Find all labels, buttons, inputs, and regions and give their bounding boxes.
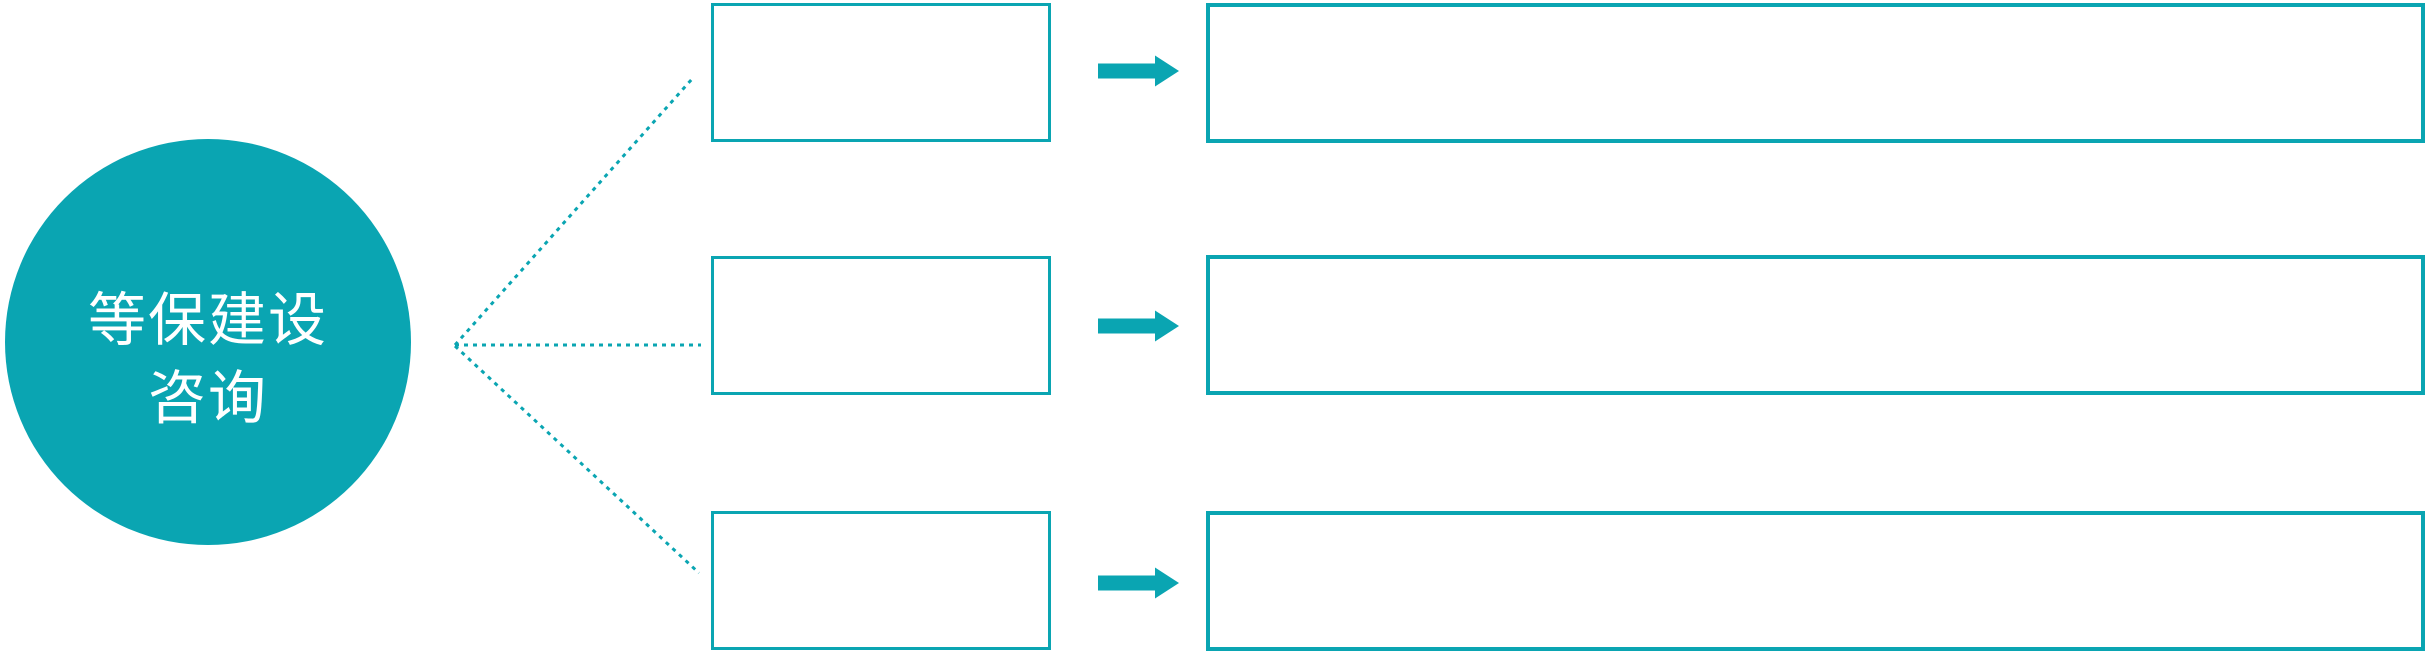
root-node-label-line1: 等保建设	[87, 288, 328, 353]
step-box-1	[711, 3, 1051, 142]
root-node-label: 等保建设 咨询	[88, 282, 328, 438]
step-box-3	[711, 511, 1051, 650]
dashed-connector-top-line	[453, 78, 694, 346]
detail-box-2	[1206, 255, 2425, 395]
step-box-2	[711, 256, 1051, 395]
arrow-right-icon	[1098, 567, 1179, 599]
step-box-2-label	[714, 259, 1048, 392]
detail-box-1	[1206, 3, 2425, 143]
step-box-3-label	[714, 514, 1048, 647]
arrow-right-icon	[1098, 310, 1179, 342]
step-box-1-label	[714, 6, 1048, 139]
dashed-connector-bottom-line	[453, 344, 701, 575]
root-node-circle: 等保建设 咨询	[5, 139, 411, 545]
detail-box-2-label	[1210, 259, 2421, 391]
detail-box-1-label	[1210, 7, 2421, 139]
detail-box-3-label	[1210, 515, 2421, 647]
root-node-label-line2: 咨询	[147, 366, 268, 431]
detail-box-3	[1206, 511, 2425, 651]
arrow-right-icon	[1098, 55, 1179, 87]
